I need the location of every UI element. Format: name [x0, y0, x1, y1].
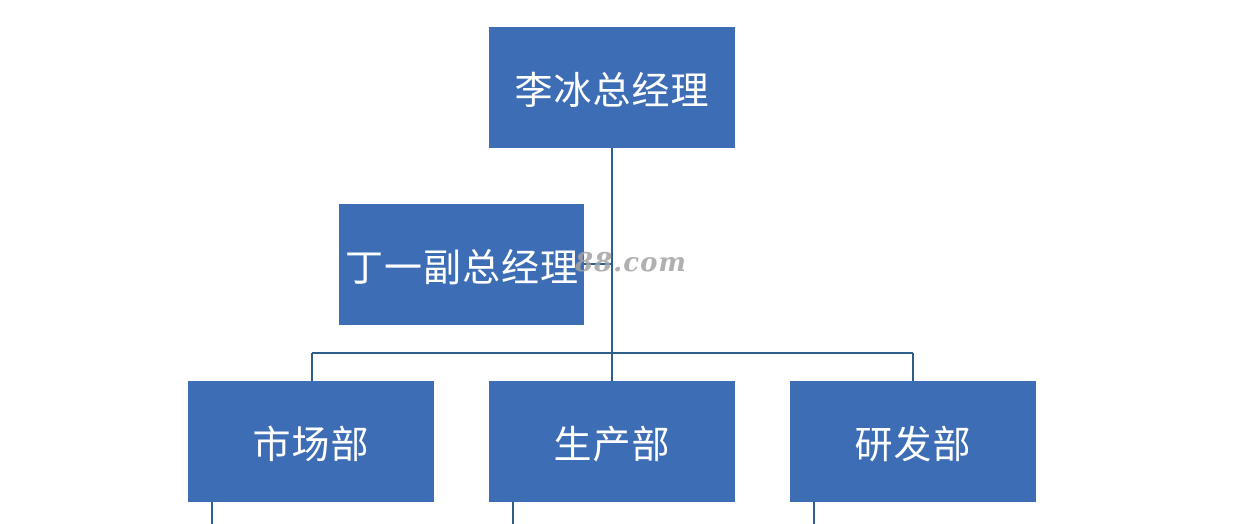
marketing-department-node: 市场部	[188, 381, 434, 502]
rnd-department-label: 研发部	[854, 423, 972, 467]
deputy-general-manager-label: 丁一副总经理	[345, 246, 580, 290]
general-manager-node: 李冰总经理	[489, 27, 735, 148]
marketing-department-label: 市场部	[252, 423, 370, 467]
rnd-department-node: 研发部	[790, 381, 1036, 502]
deputy-general-manager-node: 丁一副总经理	[339, 204, 584, 325]
production-department-node: 生产部	[489, 381, 735, 502]
production-department-label: 生产部	[553, 423, 671, 467]
watermark: 88.com	[575, 248, 687, 278]
general-manager-label: 李冰总经理	[514, 69, 710, 113]
